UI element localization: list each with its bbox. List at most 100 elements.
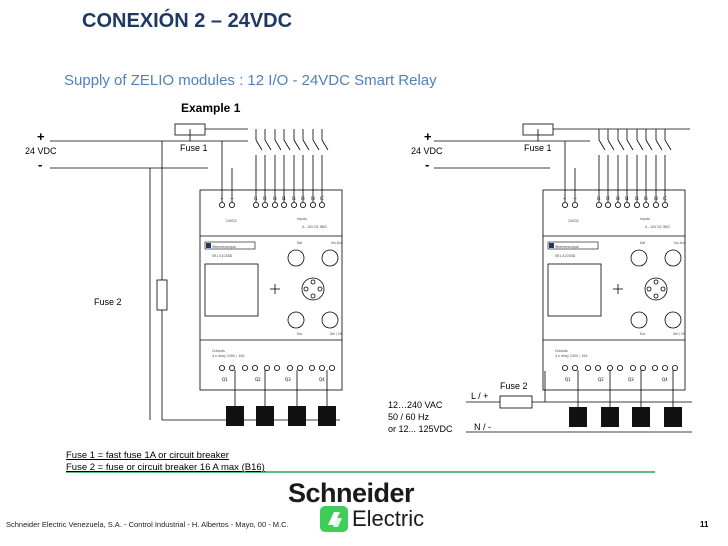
left-input-switch <box>274 139 282 151</box>
left-voltage-label: 24 VDC <box>25 146 57 156</box>
relay-a-nav-left <box>303 286 309 292</box>
right-input-switch <box>598 139 606 151</box>
relay-a-output-label: Q4 <box>319 377 325 382</box>
relay-b-output-terminal <box>595 364 602 371</box>
relay-a-nav-up <box>310 279 316 285</box>
relay-a-nav-down <box>310 293 316 299</box>
relay-b-output-terminal <box>652 364 659 371</box>
relay-a-power-label: 24VDC <box>226 219 237 223</box>
l-line-label: L / + <box>471 391 489 401</box>
relay-b-top-terminal <box>615 201 622 208</box>
relay-b-input-spec: 0...10V DC IB/IC <box>645 225 671 229</box>
relay-b-selok-label: Sel / OK <box>673 332 686 336</box>
fuse2-note: Fuse 2 = fuse or circuit breaker 16 A ma… <box>66 462 265 473</box>
relay-b-top-terminal <box>596 201 603 208</box>
relay-b-insline-label: Ins-line <box>674 241 686 245</box>
relay-b-del-button <box>630 249 648 267</box>
relay-a-top-terminal <box>299 201 306 208</box>
relay-b-top-terminal <box>643 201 650 208</box>
right-input-switch <box>636 139 644 151</box>
relay-b-top-terminal <box>605 201 612 208</box>
relay-a-brand-plate <box>204 241 256 250</box>
relay-a-output-terminal <box>228 364 235 371</box>
relay-b-output-label: Q4 <box>662 377 668 382</box>
left-load <box>288 406 306 426</box>
relay-b-output-label: Q2 <box>598 377 604 382</box>
logo-subtitle: Electric <box>352 506 425 531</box>
left-fuse1-label: Fuse 1 <box>180 143 208 153</box>
n-line-label: N / - <box>474 422 491 432</box>
relay-b-del-label: Del <box>640 241 646 245</box>
relay-a-output-terminal <box>241 364 248 371</box>
supply-frequency-label: 50 / 60 Hz <box>388 412 430 422</box>
relay-b-esc-button <box>630 311 648 329</box>
relay-b-output-terminal <box>662 364 669 371</box>
relay-b-top-terminal <box>562 201 569 208</box>
relay-a-top-terminal <box>228 201 235 208</box>
relay-a-insline-label: Ins-line <box>331 241 343 245</box>
logo-wordmark: Schneider <box>288 478 415 508</box>
right-input-switch <box>664 139 672 151</box>
relay-b-top-terminal <box>624 201 631 208</box>
right-fuse2 <box>499 395 533 409</box>
relay-a-output-label: Q1 <box>222 377 228 382</box>
left-minus-sign: - <box>38 157 43 172</box>
relay-b-output-terminal <box>617 364 624 371</box>
relay-b-output-label: Q1 <box>565 377 571 382</box>
right-voltage-label: 24 VDC <box>411 146 443 156</box>
right-plus-sign: + <box>424 129 432 144</box>
relay-b-esc-label: Esc <box>640 332 646 336</box>
relay-a-top-terminal <box>261 201 268 208</box>
relay-a-output-terminal <box>273 364 280 371</box>
relay-a-output-terminal <box>308 364 315 371</box>
supply-dc-range-label: or 12... 125VDC <box>388 424 453 434</box>
relay-a-brand-icon <box>206 243 211 248</box>
relay-a-top-terminal <box>290 201 297 208</box>
relay-a-top-terminal <box>271 201 278 208</box>
relay-b-nav-down <box>653 293 659 299</box>
relay-b-selok-button <box>664 311 682 329</box>
page-number: 11 <box>700 520 709 529</box>
relay-a-top-terminal <box>280 201 287 208</box>
relay-a-output-terminal <box>318 364 325 371</box>
relay-b-navigation-pad <box>644 277 668 301</box>
left-load <box>226 406 244 426</box>
relay-a-del-button <box>287 249 305 267</box>
relay-b-output-title: Outputs <box>555 349 568 353</box>
right-load <box>601 407 619 427</box>
relay-b-top-terminal <box>653 201 660 208</box>
left-input-switch <box>293 139 301 151</box>
schneider-logo-icon <box>320 506 348 532</box>
left-input-switch <box>283 139 291 151</box>
right-input-switch <box>626 139 634 151</box>
relay-a-output-terminal <box>296 364 303 371</box>
right-input-switch <box>655 139 663 151</box>
left-plus-sign: + <box>37 129 45 144</box>
right-load <box>664 407 682 427</box>
relay-b-output-terminal <box>640 364 647 371</box>
relay-a-output-terminal <box>263 364 270 371</box>
right-input-switch <box>645 139 653 151</box>
relay-a-selok-label: Sel / OK <box>330 332 343 336</box>
relay-a-esc-label: Esc <box>297 332 303 336</box>
relay-b-brand-plate <box>547 241 599 250</box>
relay-a-output-label: Q3 <box>285 377 291 382</box>
relay-a-top-terminal <box>309 201 316 208</box>
relay-a-selok-button <box>321 311 339 329</box>
relay-b-nav-left <box>646 286 652 292</box>
relay-b-top-terminal <box>634 201 641 208</box>
page-subtitle: Supply of ZELIO modules : 12 I/O - 24VDC… <box>64 72 437 89</box>
page-title: CONEXIÓN 2 – 24VDC <box>82 10 293 32</box>
relay-a-esc-button <box>287 311 305 329</box>
right-fuse1-label: Fuse 1 <box>524 143 552 153</box>
relay-b-brand-icon <box>549 243 554 248</box>
relay-a-top-terminal <box>318 201 325 208</box>
left-input-switch <box>255 139 263 151</box>
left-load <box>318 406 336 426</box>
right-fuse2-label: Fuse 2 <box>500 381 528 391</box>
right-load <box>632 407 650 427</box>
relay-b-brand: Telemecanique <box>555 245 579 249</box>
relay-b-top-terminal <box>662 201 669 208</box>
right-minus-sign: - <box>425 157 430 172</box>
